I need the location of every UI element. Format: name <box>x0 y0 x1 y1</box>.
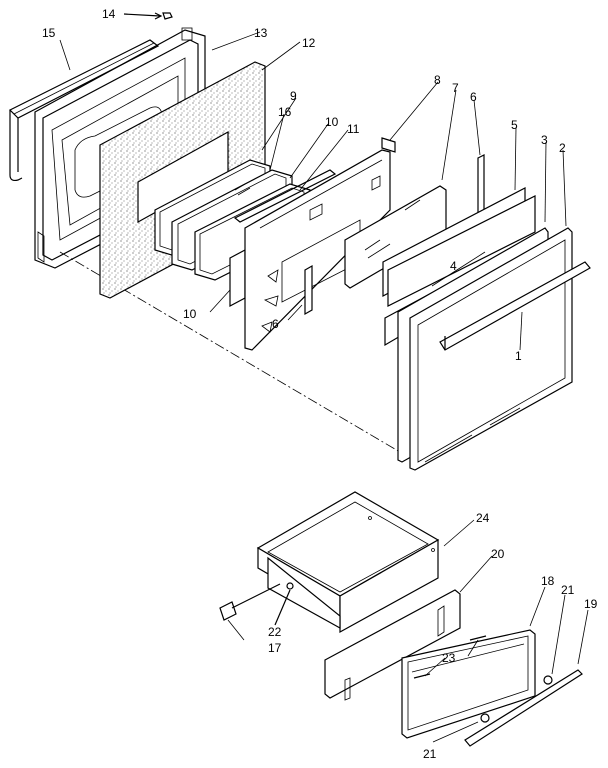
part-20-drawer-front <box>324 589 461 701</box>
callout-23: 23 <box>442 651 456 665</box>
part-6-hinge-bracket-upper <box>477 154 485 216</box>
callout-11: 11 <box>347 122 360 136</box>
callout-12: 12 <box>302 36 316 50</box>
part-1-door-handle <box>439 261 591 351</box>
part-22-screw <box>274 582 294 626</box>
callout-3: 3 <box>541 133 548 147</box>
part-17-drawer-stop <box>219 583 281 621</box>
callout-18: 18 <box>541 574 555 588</box>
part-10-window-frame-lower <box>229 249 246 307</box>
callout-1: 1 <box>515 349 522 363</box>
part-14-screw <box>123 12 173 20</box>
leader-lines <box>59 31 589 743</box>
callout-19: 19 <box>584 597 598 611</box>
callout-16: 16 <box>278 105 292 119</box>
callout-2: 2 <box>559 141 566 155</box>
callout-6-lower: 6 <box>272 317 279 331</box>
callout-4: 4 <box>450 259 457 273</box>
part-21-bumper <box>480 675 553 723</box>
part-24-drawer-body <box>256 491 440 634</box>
assembly-center-line <box>59 251 406 456</box>
callout-24: 24 <box>476 511 490 525</box>
part-6-hinge-bracket-lower <box>304 264 313 316</box>
callout-10-upper: 10 <box>325 115 339 129</box>
callout-21-lower: 21 <box>423 747 437 761</box>
callout-22: 22 <box>268 625 282 639</box>
callout-14: 14 <box>102 7 116 21</box>
callout-17: 17 <box>268 641 282 655</box>
part-2-door-outer-front <box>409 227 573 471</box>
callout-6-upper: 6 <box>470 90 477 104</box>
part-23-screw <box>413 635 487 679</box>
callout-21-upper: 21 <box>561 583 575 597</box>
callouts: 14 15 13 12 8 7 9 6 16 10 11 5 3 2 4 10 … <box>42 7 598 761</box>
callout-13: 13 <box>254 26 268 40</box>
callout-20: 20 <box>491 547 505 561</box>
callout-5: 5 <box>511 118 518 132</box>
callout-9: 9 <box>290 89 297 103</box>
callout-10-lower: 10 <box>183 307 197 321</box>
part-19-trim-strip <box>464 669 583 747</box>
part-11-panel <box>233 169 337 223</box>
part-4-glass-panel-back <box>387 195 536 307</box>
part-15-door-frame <box>8 39 160 182</box>
callout-7: 7 <box>452 81 459 95</box>
callout-15: 15 <box>42 26 56 40</box>
callout-8: 8 <box>434 73 441 87</box>
